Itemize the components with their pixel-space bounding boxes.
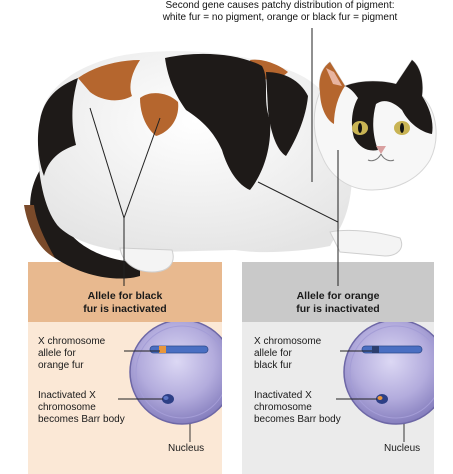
right-x-label-line1: X chromosome (254, 336, 322, 347)
right-barr-line1: Inactivated X (254, 390, 312, 401)
top-caption-line1: Second gene causes patchy distribution o… (165, 0, 395, 11)
left-barr-line1: Inactivated X (38, 390, 96, 401)
left-x-label-line3: orange fur (38, 360, 84, 371)
right-heading-line2: fur is inactivated (296, 303, 380, 315)
left-x-label-line1: X chromosome (38, 336, 106, 347)
right-nucleus-label: Nucleus (384, 443, 421, 454)
left-nucleus-group (129, 322, 222, 425)
top-caption-line2: white fur = no pigment, orange or black … (162, 12, 398, 23)
left-heading-line2: fur is inactivated (83, 303, 167, 315)
right-x-chromosome-label: X chromosome allele for black fur (254, 336, 321, 372)
left-barr-body-label: Inactivated X chromosome becomes Barr bo… (38, 390, 125, 426)
left-nucleus-label: Nucleus (168, 443, 205, 454)
right-barr-body-label: Inactivated X chromosome becomes Barr bo… (254, 390, 341, 426)
left-x-chromosome-label: X chromosome allele for orange fur (38, 336, 105, 372)
left-x-chromosome (149, 345, 209, 354)
right-panel-heading: Allele for orange fur is inactivated (242, 290, 434, 316)
right-x-chromosome (361, 345, 423, 354)
calico-cat-illustration (24, 51, 437, 279)
left-heading-line1: Allele for black (87, 290, 163, 302)
left-panel-heading: Allele for black fur is inactivated (28, 290, 222, 316)
leader-lines (89, 28, 339, 286)
left-x-label-line2: allele for (38, 348, 76, 359)
right-x-label-line3: black fur (254, 360, 292, 371)
cat-orange-patch (78, 60, 140, 101)
right-x-label-line2: allele for (254, 348, 292, 359)
right-nucleus-group (343, 322, 434, 425)
cat-nose (376, 146, 386, 154)
left-panel-pointers (118, 350, 191, 442)
left-nucleus (129, 322, 222, 425)
right-barr-line3: becomes Barr body (254, 414, 341, 425)
cat-front-paw (119, 247, 174, 273)
right-panel-pointers (336, 350, 405, 442)
right-barr-line2: chromosome (254, 402, 312, 413)
top-caption: Second gene causes patchy distribution o… (110, 0, 450, 24)
left-barr-line2: chromosome (38, 402, 96, 413)
right-nucleus (343, 322, 434, 425)
left-barr-line3: becomes Barr body (38, 414, 125, 425)
cat-black-patch (37, 78, 78, 176)
right-heading-line1: Allele for orange (296, 290, 380, 302)
